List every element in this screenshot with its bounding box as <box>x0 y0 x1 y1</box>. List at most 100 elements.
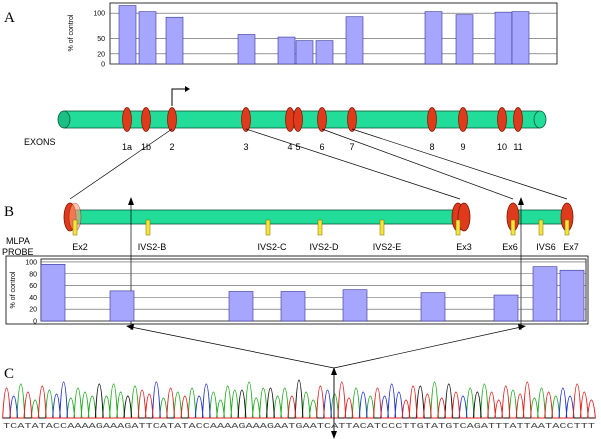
zoom-line-ex7 <box>351 128 568 200</box>
gene-exon-label: 9 <box>460 142 465 152</box>
breakpoint-arrow-head-down <box>331 431 337 439</box>
converge-arrow-right <box>518 324 526 330</box>
zoom-line-ex6 <box>321 128 514 200</box>
panel-a-ylabel: % of control <box>68 14 75 51</box>
probe-label-Ex6: Ex6 <box>502 242 518 252</box>
gene-exon-label: 3 <box>243 142 248 152</box>
panel-c-letter: C <box>4 366 14 382</box>
panel-a-bar-5 <box>295 40 314 65</box>
zoom-line-ex2 <box>69 128 173 200</box>
mlpa-probes <box>72 219 570 236</box>
panel-a-bar-4 <box>277 36 296 65</box>
probe-marker-IVS6 <box>538 219 544 236</box>
gene-exon-label: 1a <box>122 142 132 152</box>
probe-marker-IVS2-E <box>379 219 385 236</box>
breakpoint-arrow-head-up <box>331 367 337 375</box>
gene-right-cap <box>533 110 547 129</box>
panel-b-ytick-label: 100 <box>25 259 37 266</box>
panel-a-bar-9 <box>455 14 474 65</box>
probe-label-IVS2-B: IVS2-B <box>138 242 167 252</box>
panel-b-bar-IVS2-B <box>109 290 135 322</box>
gene-exon-8 <box>427 107 437 132</box>
panel-b-bar-IVS2-E <box>342 289 368 322</box>
panel-a-bar-6 <box>315 40 334 65</box>
gene-exon-1b <box>141 107 151 132</box>
panel-b-ytick-label: 60 <box>29 283 37 290</box>
exon-ex3-disc-b <box>457 202 471 232</box>
panel-b-bar-Ex7 <box>559 269 585 322</box>
gene-exon-label: 2 <box>169 142 174 152</box>
probe-marker-Ex3 <box>455 219 461 236</box>
panel-a-bar-2 <box>165 16 184 65</box>
gene-exon-label: 11 <box>513 142 522 152</box>
gene-exon-6 <box>317 107 327 132</box>
trace-C <box>3 381 595 419</box>
probe-marker-IVS2-C <box>265 219 271 236</box>
chromatogram-traces <box>2 379 596 419</box>
promoter-arrow-head <box>185 86 190 92</box>
panel-b-letter: B <box>4 204 14 220</box>
chromatogram: TCATATACCAAAAGAAAGATTCATATACCAAAAGAAAGAA… <box>2 367 596 439</box>
panel-a-bar-3 <box>237 34 256 65</box>
gene-exon-2 <box>167 107 177 132</box>
gene-exon-label: 5 <box>295 142 300 152</box>
probe-label-IVS2-D: IVS2-D <box>309 242 339 252</box>
probe-marker-IVS2-B <box>145 219 151 236</box>
sequence-text: TCATATACCAAAAGAAAGATTCATATACCAAAAGAAAGAA… <box>3 423 596 431</box>
probe-label-IVS2-C: IVS2-C <box>257 242 287 252</box>
gene-exon-label: 6 <box>319 142 324 152</box>
panel-b-bar-Ex6 <box>493 294 519 322</box>
panel-a-ytick-label: 50 <box>97 36 105 43</box>
panel-b-bar-IVS2-D <box>280 291 306 322</box>
gene-exon-labels: 1a1b234567891011 <box>122 142 523 152</box>
zoom-line-ex3 <box>245 128 461 200</box>
panel-b-segments <box>63 197 574 330</box>
panel-a-bar-1a <box>118 5 137 65</box>
panel-b-bar-IVS2-C <box>228 291 254 322</box>
panel-a-ytick-label: 20 <box>97 51 105 58</box>
probe-label-IVS6: IVS6 <box>536 242 556 252</box>
panel-b-ytick-label: 20 <box>29 307 37 314</box>
trace-T <box>2 381 596 419</box>
gene-exon-label: 4 <box>287 142 292 152</box>
gene-left-cap <box>57 110 71 129</box>
panel-a-bar-1b <box>138 11 157 65</box>
trace-A <box>3 381 595 419</box>
probe-marker-IVS2-D <box>317 219 323 236</box>
exons-label: EXONS <box>24 137 56 147</box>
panel-b-ytick-label: 80 <box>29 271 37 278</box>
gene-exon-9 <box>458 107 468 132</box>
converge-line-right <box>333 326 522 369</box>
gene-exon-3 <box>241 107 251 132</box>
right-arrow-head <box>518 197 524 205</box>
panel-b-ylabel: % of control <box>10 271 17 308</box>
panel-b-bar-Ex2 <box>40 264 66 322</box>
converge-arrow-left <box>126 324 134 330</box>
probe-label-Ex7: Ex7 <box>563 242 579 252</box>
gene-exon-7 <box>347 107 357 132</box>
probe-label-Ex2: Ex2 <box>72 242 88 252</box>
panel-b-bars <box>40 264 585 322</box>
gene-diagram: EXONS 1a1b234567891011 <box>24 86 568 200</box>
panel-a-bar-11 <box>511 11 530 65</box>
gene-exon-1a <box>122 107 132 132</box>
probe-label: PROBE <box>2 247 34 257</box>
converge-line-left <box>130 326 335 369</box>
gene-exons <box>122 107 523 132</box>
left-arrow-head <box>128 197 134 205</box>
panel-b-bar-Ex3 <box>420 292 446 322</box>
probe-marker-Ex2 <box>72 219 78 236</box>
panel-b-bar-IVS6 <box>532 266 558 322</box>
panel-a-letter: A <box>4 10 15 26</box>
panel-b-ytick-label: 40 <box>29 295 37 302</box>
probe-marker-Ex6 <box>510 219 516 236</box>
gene-exon-11 <box>513 107 523 132</box>
gene-exon-10 <box>497 107 507 132</box>
mlpa-label: MLPA <box>6 236 30 246</box>
gene-exon-label: 8 <box>429 142 434 152</box>
panel-a-bar-7 <box>345 16 364 65</box>
